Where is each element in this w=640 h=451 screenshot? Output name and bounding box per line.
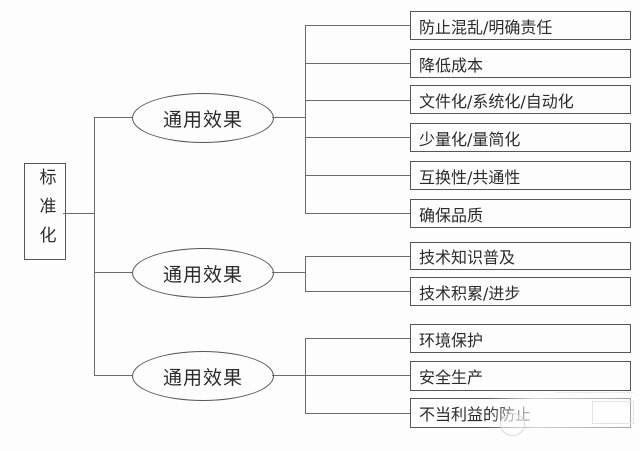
leaf-node: 技术知识普及	[410, 242, 631, 270]
connector-line	[305, 338, 410, 339]
connector-line	[63, 213, 94, 214]
connector-line	[305, 413, 410, 414]
connector-line	[305, 338, 306, 414]
leaf-node: 确保品质	[410, 199, 631, 228]
branch-node-3: 通用效果	[132, 351, 274, 401]
branch-node-2: 通用效果	[132, 248, 274, 298]
connector-line	[305, 63, 410, 64]
connector-line	[305, 256, 306, 292]
connector-line	[94, 117, 132, 118]
connector-line	[94, 117, 95, 375]
connector-line	[305, 175, 410, 176]
leaf-node: 防止混乱/明确责任	[410, 11, 631, 40]
leaf-node: 少量化/量简化	[410, 123, 631, 152]
connector-line	[305, 256, 410, 257]
watermark-circle-icon	[500, 413, 525, 436]
watermark-ghost-box	[592, 401, 634, 424]
connector-line	[272, 375, 410, 376]
leaf-node: 环境保护	[410, 324, 631, 353]
connector-line	[272, 117, 305, 118]
leaf-node: 文件化/系统化/自动化	[410, 85, 631, 114]
branch-node-1: 通用效果	[132, 93, 274, 143]
connector-line	[94, 375, 132, 376]
watermark-streak	[556, 392, 634, 393]
root-node-label: 标准化	[35, 168, 56, 255]
root-node: 标准化	[24, 163, 66, 260]
connector-line	[305, 25, 306, 214]
connector-line	[305, 25, 410, 26]
leaf-node: 降低成本	[410, 49, 631, 78]
leaf-node: 安全生产	[410, 361, 631, 391]
connector-line	[305, 213, 410, 214]
leaf-node: 技术积累/进步	[410, 277, 631, 306]
leaf-node: 互换性/共通性	[410, 161, 631, 190]
connector-line	[305, 100, 410, 101]
connector-line	[272, 272, 305, 273]
connector-line	[305, 291, 410, 292]
connector-line	[305, 137, 410, 138]
connector-line	[94, 272, 132, 273]
